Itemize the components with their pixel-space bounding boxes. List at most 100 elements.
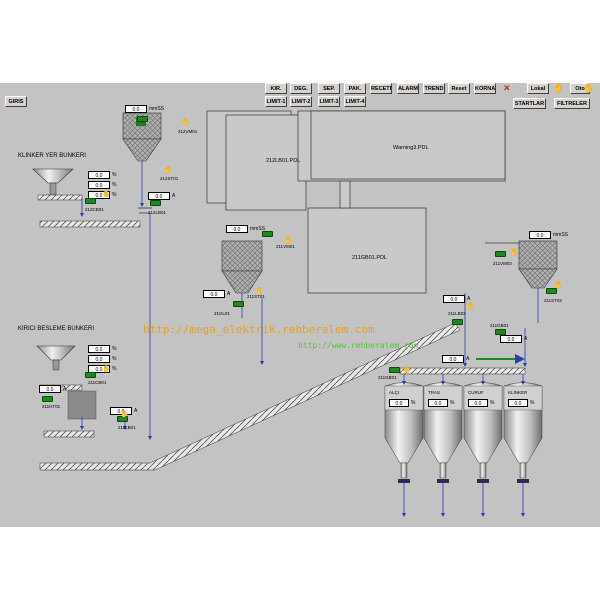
motor-icon-1[interactable] — [150, 200, 161, 206]
hand-icon-6[interactable]: ✋ — [554, 282, 563, 289]
unit-v11: % — [112, 366, 117, 372]
value-v11: 0.0 — [88, 365, 110, 373]
silo-level-2: 0.0 — [468, 399, 488, 407]
incline-belt — [39, 322, 461, 471]
motor-icon-0[interactable] — [137, 116, 148, 122]
value-v15: 0.0 — [442, 355, 464, 363]
unit-v6: A — [227, 291, 231, 297]
unit-v7: A — [467, 296, 471, 302]
giris-button[interactable]: GIRIS — [5, 96, 27, 107]
process-diagram — [32, 110, 558, 517]
hand-icon-4[interactable]: ✋ — [284, 237, 293, 244]
toolbar-button-limit4[interactable]: LIMIT-4 — [344, 96, 366, 107]
pdl-212lb01[interactable]: 212LB01.PDL — [266, 158, 301, 164]
motor-icon-5[interactable] — [546, 288, 557, 294]
toolbar-button-limit1[interactable]: LIMIT-1 — [265, 96, 287, 107]
toolbar-button-kir[interactable]: KIR. — [265, 83, 287, 94]
toolbar-button-recete[interactable]: RECETE — [370, 83, 392, 94]
warning-pdl[interactable]: Warning3.PDL — [393, 145, 429, 151]
filtreler-button[interactable]: FILTRELER — [554, 98, 590, 109]
value-v2: 0.0 — [88, 181, 110, 189]
toolbar-button-korna[interactable]: KORNA — [474, 83, 496, 94]
toolbar-button-oto[interactable]: Oto — [570, 83, 590, 94]
korna-mute-icon[interactable]: ✕ — [503, 83, 511, 93]
motor-icon-7[interactable] — [389, 367, 400, 373]
motor-icon-9[interactable] — [42, 396, 53, 402]
toolbar-button-alarm[interactable]: ALARM — [397, 83, 419, 94]
unit-v4: A — [172, 193, 176, 199]
toolbar-button-limit2[interactable]: LIMIT-2 — [290, 96, 312, 107]
unit-v13: A — [134, 408, 138, 414]
hand-icon-3[interactable]: ✋ — [255, 288, 264, 295]
unit-v12: A — [63, 386, 67, 392]
unit-v8: mmSS — [553, 232, 568, 238]
toolbar-button-sep[interactable]: SEP. — [318, 83, 340, 94]
pdl-211gb01[interactable]: 211GB01.PDL — [352, 255, 388, 261]
tag-t212st01: 212ST01 — [160, 176, 179, 181]
tag-t211st02: 211ST02 — [544, 298, 562, 303]
hand-icon-7[interactable]: ✋ — [466, 303, 475, 310]
hand-icon-2[interactable]: ✋ — [102, 191, 111, 198]
lokal-hand-icon[interactable]: ✋ — [553, 83, 565, 93]
unit-v3: % — [112, 192, 117, 198]
tag-t211cb01: 211CB01 — [88, 380, 107, 385]
kirici-funnel — [36, 345, 127, 438]
motor-icon-8[interactable] — [85, 372, 96, 378]
tag-t211lb02: 211LB02 — [448, 311, 466, 316]
silo-name-0: ALÇI — [389, 390, 400, 395]
silo-unit-2: % — [490, 400, 495, 406]
silo-name-1: TRAS — [428, 390, 441, 395]
silos — [384, 374, 543, 517]
value-v1: 0.0 — [88, 171, 110, 179]
tag-t212lb01: 212LB01 — [148, 210, 167, 215]
value-v4: 0.0 — [148, 192, 170, 200]
tag-t211st01: 211ST01 — [247, 294, 265, 299]
hand-icon-9[interactable]: ✋ — [120, 411, 129, 418]
silo-belt — [399, 293, 527, 375]
hand-icon-1[interactable]: ✋ — [164, 167, 173, 174]
unit-v10: % — [112, 356, 117, 362]
hand-icon-8[interactable]: ✋ — [402, 367, 411, 374]
tag-t211gb01b: 211GB01 — [378, 375, 397, 380]
silo-unit-0: % — [411, 400, 416, 406]
motor-icon-6[interactable] — [452, 319, 463, 325]
hand-icon-10[interactable]: ✋ — [102, 366, 111, 373]
tag-t211il01: 211IL01 — [214, 311, 230, 316]
motor-icon-11[interactable] — [262, 231, 273, 237]
tag-t211lb01: 211LB01 — [118, 425, 136, 430]
tag-t211vm02: 211VM02 — [493, 261, 512, 266]
unit-v14: A — [524, 336, 528, 342]
startlar-button[interactable]: STARTLAR — [513, 98, 546, 109]
unit-v0: mmSS — [149, 106, 164, 112]
tag-t211vm01: 211VM01 — [276, 244, 295, 249]
hand-icon-0[interactable]: ✋ — [181, 119, 190, 126]
oto-hand-icon[interactable]: ✋ — [583, 83, 595, 93]
silo-3 — [503, 374, 543, 517]
silo-2 — [463, 374, 503, 517]
klinker-title: KLINKER YER BUNKERI — [18, 153, 86, 159]
toolbar-button-trend[interactable]: TREND — [423, 83, 445, 94]
toolbar-button-deg[interactable]: DEG. — [290, 83, 312, 94]
hand-icon-5[interactable]: ✋ — [510, 249, 519, 256]
motor-icon-12[interactable] — [495, 329, 506, 335]
kirici-title: KIRICI BESLEME BUNKERI — [18, 326, 95, 332]
toolbar-button-lokal[interactable]: Lokal — [527, 83, 549, 94]
unit-v1: % — [112, 172, 117, 178]
motor-icon-10[interactable] — [117, 416, 128, 422]
motor-icon-4[interactable] — [495, 251, 506, 257]
silo-1 — [423, 374, 463, 517]
toolbar-button-reset[interactable]: Reset — [448, 83, 470, 94]
silo-unit-3: % — [530, 400, 535, 406]
silo-unit-1: % — [450, 400, 455, 406]
pdl-windows — [206, 110, 506, 294]
motor-icon-2[interactable] — [85, 198, 96, 204]
toolbar-button-limit3[interactable]: LIMIT-3 — [318, 96, 340, 107]
motor-icon-3[interactable] — [233, 301, 244, 307]
toolbar-button-pak[interactable]: PAK. — [344, 83, 366, 94]
klinker-funnel — [32, 168, 152, 440]
value-v3: 0.0 — [88, 191, 110, 199]
watermark-sub: http://www.rehberalem.com — [298, 341, 419, 350]
silo-0 — [384, 374, 424, 517]
silo-level-3: 0.0 — [508, 399, 528, 407]
